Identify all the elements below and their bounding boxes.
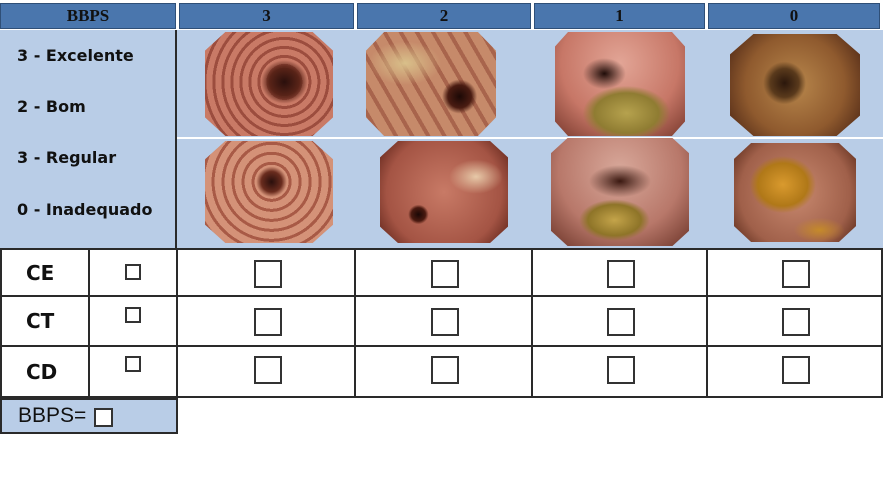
segment-score-checkbox-ce[interactable] — [125, 264, 141, 280]
header-score-2: 2 — [357, 3, 531, 29]
photo-row-divider — [177, 137, 883, 139]
header-score-3: 3 — [179, 3, 354, 29]
score-label: 3 — [262, 6, 271, 25]
score-label: 2 — [439, 6, 449, 25]
endoscopy-photo-score2-a — [366, 32, 496, 136]
header-score-0: 0 — [708, 3, 880, 29]
bbps-total-label: BBPS= — [18, 404, 87, 427]
checkbox-ct-score-0[interactable] — [782, 308, 810, 336]
segment-score-cell-cd — [88, 345, 178, 398]
endoscopy-photo-score2-b — [380, 141, 508, 243]
segment-score-cell-ct — [88, 295, 178, 347]
endoscopy-photo-score0-a — [730, 34, 860, 136]
endoscopy-photo-score1-b — [551, 138, 689, 246]
score-label: 0 — [789, 6, 799, 25]
checkbox-cd-score-2[interactable] — [431, 356, 459, 384]
checkbox-ce-score-1[interactable] — [607, 260, 635, 288]
bbps-total-row: BBPS= — [0, 398, 178, 434]
cell-ce-3 — [176, 248, 356, 297]
checkbox-ce-score-0[interactable] — [782, 260, 810, 288]
legend-item-inadequate: 0 - Inadequado — [17, 200, 153, 219]
score-label: 1 — [615, 6, 624, 25]
header-title: BBPS — [66, 6, 110, 25]
checkbox-ce-score-2[interactable] — [431, 260, 459, 288]
cell-ce-0 — [706, 248, 883, 297]
cell-cd-3 — [176, 345, 356, 398]
header-bbps: BBPS — [0, 3, 176, 29]
segment-name: CD — [26, 359, 58, 384]
score-legend: 3 - Excelente 2 - Bom 3 - Regular 0 - In… — [0, 30, 177, 248]
segment-label-cd: CD — [0, 345, 90, 398]
endoscopy-photo-score3-b — [205, 141, 333, 243]
checkbox-ce-score-3[interactable] — [254, 260, 282, 288]
legend-item-regular: 3 - Regular — [17, 148, 117, 167]
checkbox-cd-score-0[interactable] — [782, 356, 810, 384]
cell-cd-1 — [531, 345, 708, 398]
checkbox-ct-score-1[interactable] — [607, 308, 635, 336]
cell-ce-2 — [354, 248, 533, 297]
endoscopy-photo-score3-a — [205, 32, 333, 136]
legend-item-excellent: 3 - Excelente — [17, 46, 134, 65]
endoscopy-photo-score1-a — [555, 32, 685, 136]
header-score-1: 1 — [534, 3, 705, 29]
checkbox-cd-score-1[interactable] — [607, 356, 635, 384]
segment-score-checkbox-cd[interactable] — [125, 356, 141, 372]
cell-ct-1 — [531, 295, 708, 347]
legend-item-good: 2 - Bom — [17, 97, 86, 116]
endoscopy-photo-score0-b — [734, 143, 856, 242]
bbps-total-checkbox[interactable] — [94, 407, 114, 427]
cell-cd-0 — [706, 345, 883, 398]
checkbox-cd-score-3[interactable] — [254, 356, 282, 384]
checkbox-ct-score-2[interactable] — [431, 308, 459, 336]
cell-ct-3 — [176, 295, 356, 347]
cell-ce-1 — [531, 248, 708, 297]
segment-label-ct: CT — [0, 295, 90, 347]
cell-ct-0 — [706, 295, 883, 347]
segment-score-checkbox-ct[interactable] — [125, 307, 141, 323]
segment-name: CE — [26, 260, 55, 285]
checkbox-ct-score-3[interactable] — [254, 308, 282, 336]
cell-ct-2 — [354, 295, 533, 347]
segment-label-ce: CE — [0, 248, 90, 297]
segment-name: CT — [26, 309, 55, 333]
segment-score-cell-ce — [88, 248, 178, 297]
cell-cd-2 — [354, 345, 533, 398]
